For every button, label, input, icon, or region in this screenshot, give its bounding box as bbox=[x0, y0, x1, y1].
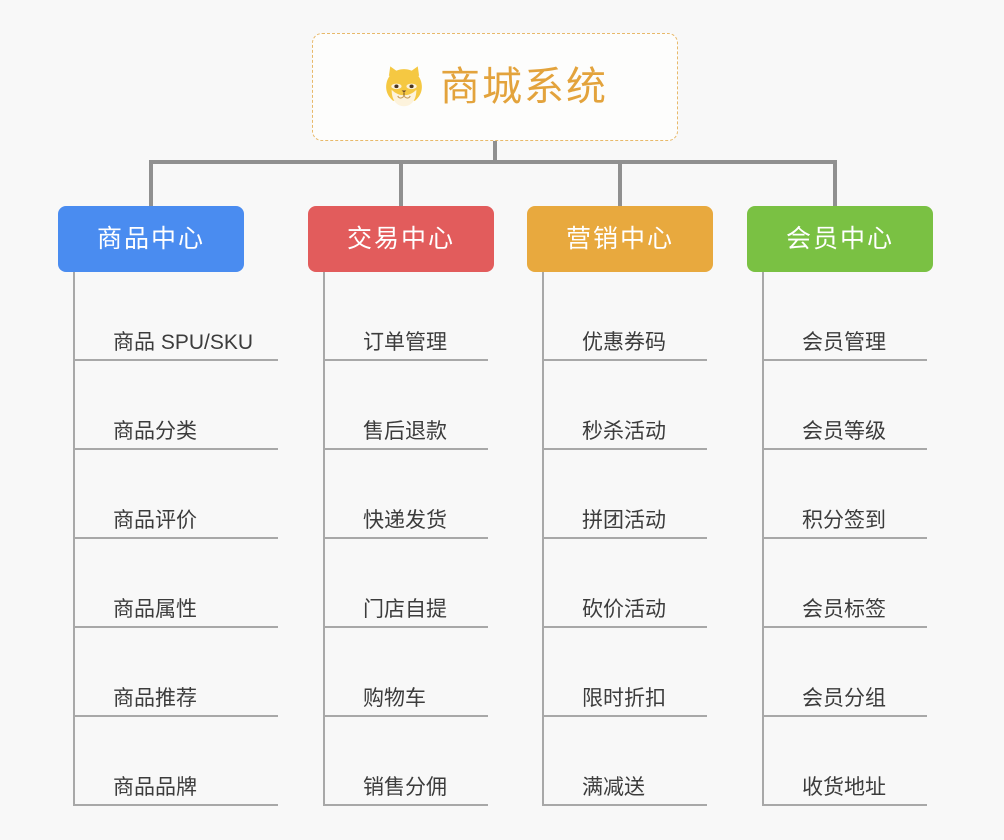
leaf-label: 商品分类 bbox=[113, 419, 197, 443]
branch-trunk bbox=[762, 272, 764, 806]
leaf-item[interactable]: 商品属性 bbox=[73, 539, 278, 628]
leaf-label: 积分签到 bbox=[802, 508, 886, 532]
branch-3: 优惠券码秒杀活动拼团活动砍价活动限时折扣满减送 bbox=[542, 272, 707, 806]
leaf-item[interactable]: 商品品牌 bbox=[73, 717, 278, 806]
leaf-label: 收货地址 bbox=[802, 775, 886, 799]
connector-drop-2 bbox=[399, 160, 403, 208]
leaf-label: 商品属性 bbox=[113, 597, 197, 621]
leaf-label: 优惠券码 bbox=[582, 330, 666, 354]
leaf-label: 商品品牌 bbox=[113, 775, 197, 799]
leaf-label: 限时折扣 bbox=[582, 686, 666, 710]
leaf-item[interactable]: 砍价活动 bbox=[542, 539, 707, 628]
connector-horizontal-bus bbox=[149, 160, 837, 164]
leaf-label: 会员管理 bbox=[802, 330, 886, 354]
leaf-label: 会员分组 bbox=[802, 686, 886, 710]
leaf-label: 会员标签 bbox=[802, 597, 886, 621]
leaf-label: 满减送 bbox=[582, 775, 645, 799]
leaf-label: 订单管理 bbox=[363, 330, 447, 354]
leaf-label: 售后退款 bbox=[363, 419, 447, 443]
connector-root-stem bbox=[493, 141, 497, 163]
connector-drop-1 bbox=[149, 160, 153, 208]
branch-trunk bbox=[542, 272, 544, 806]
root-title: 商城系统 bbox=[440, 65, 608, 109]
category-box-2[interactable]: 交易中心 bbox=[308, 206, 494, 272]
leaf-item[interactable]: 满减送 bbox=[542, 717, 707, 806]
leaf-label: 快递发货 bbox=[363, 508, 447, 532]
branch-1: 商品 SPU/SKU 商品分类商品评价商品属性商品推荐商品品牌 bbox=[73, 272, 278, 806]
leaf-label: 商品推荐 bbox=[113, 686, 197, 710]
leaf-label: 会员等级 bbox=[802, 419, 886, 443]
leaf-item[interactable]: 快递发货 bbox=[323, 450, 488, 539]
leaf-item[interactable]: 会员分组 bbox=[762, 628, 927, 717]
category-box-1[interactable]: 商品中心 bbox=[58, 206, 244, 272]
leaf-item[interactable]: 售后退款 bbox=[323, 361, 488, 450]
leaf-label: 销售分佣 bbox=[363, 775, 447, 799]
leaf-label: 拼团活动 bbox=[582, 508, 666, 532]
leaf-item[interactable]: 商品评价 bbox=[73, 450, 278, 539]
leaf-item[interactable]: 商品分类 bbox=[73, 361, 278, 450]
root-node[interactable]: 商城系统 bbox=[312, 33, 678, 141]
leaf-label: 门店自提 bbox=[363, 597, 447, 621]
category-label: 会员中心 bbox=[785, 224, 894, 253]
leaf-item[interactable]: 积分签到 bbox=[762, 450, 927, 539]
category-box-3[interactable]: 营销中心 bbox=[527, 206, 713, 272]
leaf-item[interactable]: 销售分佣 bbox=[323, 717, 488, 806]
leaf-label: 商品评价 bbox=[113, 508, 197, 532]
category-label: 商品中心 bbox=[96, 224, 205, 253]
leaf-item[interactable]: 收货地址 bbox=[762, 717, 927, 806]
leaf-label: 秒杀活动 bbox=[582, 419, 666, 443]
branch-4: 会员管理会员等级积分签到会员标签会员分组收货地址 bbox=[762, 272, 927, 806]
branch-trunk bbox=[323, 272, 325, 806]
branch-trunk bbox=[73, 272, 75, 806]
leaf-label: 砍价活动 bbox=[582, 597, 666, 621]
leaf-item[interactable]: 秒杀活动 bbox=[542, 361, 707, 450]
leaf-label: 购物车 bbox=[363, 686, 426, 710]
leaf-label: 商品 SPU/SKU bbox=[113, 330, 254, 354]
connector-drop-4 bbox=[833, 160, 837, 208]
leaf-item[interactable]: 订单管理 bbox=[323, 272, 488, 361]
branch-2: 订单管理售后退款快递发货门店自提购物车销售分佣 bbox=[323, 272, 488, 806]
leaf-item[interactable]: 商品 SPU/SKU bbox=[73, 272, 278, 361]
leaf-item[interactable]: 商品推荐 bbox=[73, 628, 278, 717]
leaf-item[interactable]: 会员标签 bbox=[762, 539, 927, 628]
category-label: 交易中心 bbox=[346, 224, 455, 253]
category-label: 营销中心 bbox=[565, 224, 674, 253]
leaf-item[interactable]: 购物车 bbox=[323, 628, 488, 717]
category-box-4[interactable]: 会员中心 bbox=[747, 206, 933, 272]
leaf-item[interactable]: 会员管理 bbox=[762, 272, 927, 361]
connector-drop-3 bbox=[618, 160, 622, 208]
shiba-dog-face-icon bbox=[382, 65, 426, 109]
leaf-item[interactable]: 门店自提 bbox=[323, 539, 488, 628]
leaf-item[interactable]: 拼团活动 bbox=[542, 450, 707, 539]
leaf-item[interactable]: 优惠券码 bbox=[542, 272, 707, 361]
leaf-item[interactable]: 限时折扣 bbox=[542, 628, 707, 717]
leaf-item[interactable]: 会员等级 bbox=[762, 361, 927, 450]
